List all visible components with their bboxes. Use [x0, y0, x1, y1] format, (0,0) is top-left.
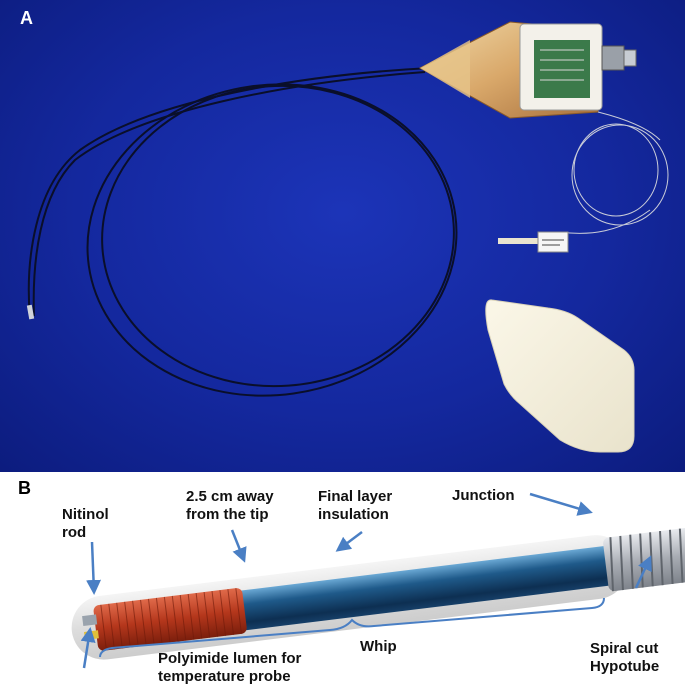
label-spiral-line2: Hypotube [590, 658, 660, 675]
label-nitinol-rod: Nitinol rod [62, 506, 109, 542]
schematic-panel-b: B Nitinol rod 2.5 cm away from the tip F… [0, 472, 685, 695]
label-polyimide-line2: temperature probe [158, 668, 291, 685]
label-whip: Whip [360, 638, 397, 655]
shaft [240, 545, 613, 631]
whip-brace [99, 597, 605, 658]
photo-panel-a: A [0, 0, 685, 472]
label-tip-line2: from the tip [186, 506, 269, 523]
device-photo [26, 21, 669, 453]
callout-arrows [80, 492, 652, 669]
label-final-line2: insulation [318, 506, 389, 523]
label-tip-distance: 2.5 cm away from the tip [186, 488, 274, 524]
label-polyimide-lumen: Polyimide lumen for temperature probe [158, 650, 301, 686]
label-final-line1: Final layer [318, 488, 393, 505]
device-hub [418, 21, 637, 119]
panel-label-a: A [20, 8, 33, 28]
label-nitinol-line2: rod [62, 524, 87, 541]
fiber-loop [559, 111, 669, 234]
label-tip-line1: 2.5 cm away [186, 488, 274, 505]
label-polyimide-line1: Polyimide lumen for [158, 650, 302, 667]
spiral-hypotube [603, 525, 685, 592]
schematic-drawing [71, 492, 685, 669]
label-spiral-hypotube: Spiral cut Hypotube [590, 640, 659, 676]
label-spiral-line1: Spiral cut [590, 640, 659, 657]
red-coil [93, 588, 247, 651]
label-final-insulation: Final layer insulation [318, 488, 392, 524]
coiled-guidewire [27, 67, 458, 397]
polyimide-lumen [84, 630, 99, 640]
connector-with-tag [498, 231, 569, 253]
nitinol-rod [82, 614, 98, 627]
panel-label-b: B [18, 478, 31, 498]
foam-holder [485, 299, 635, 453]
label-junction: Junction [452, 487, 515, 504]
wire-tip [26, 304, 35, 320]
label-nitinol-line1: Nitinol [62, 506, 109, 523]
